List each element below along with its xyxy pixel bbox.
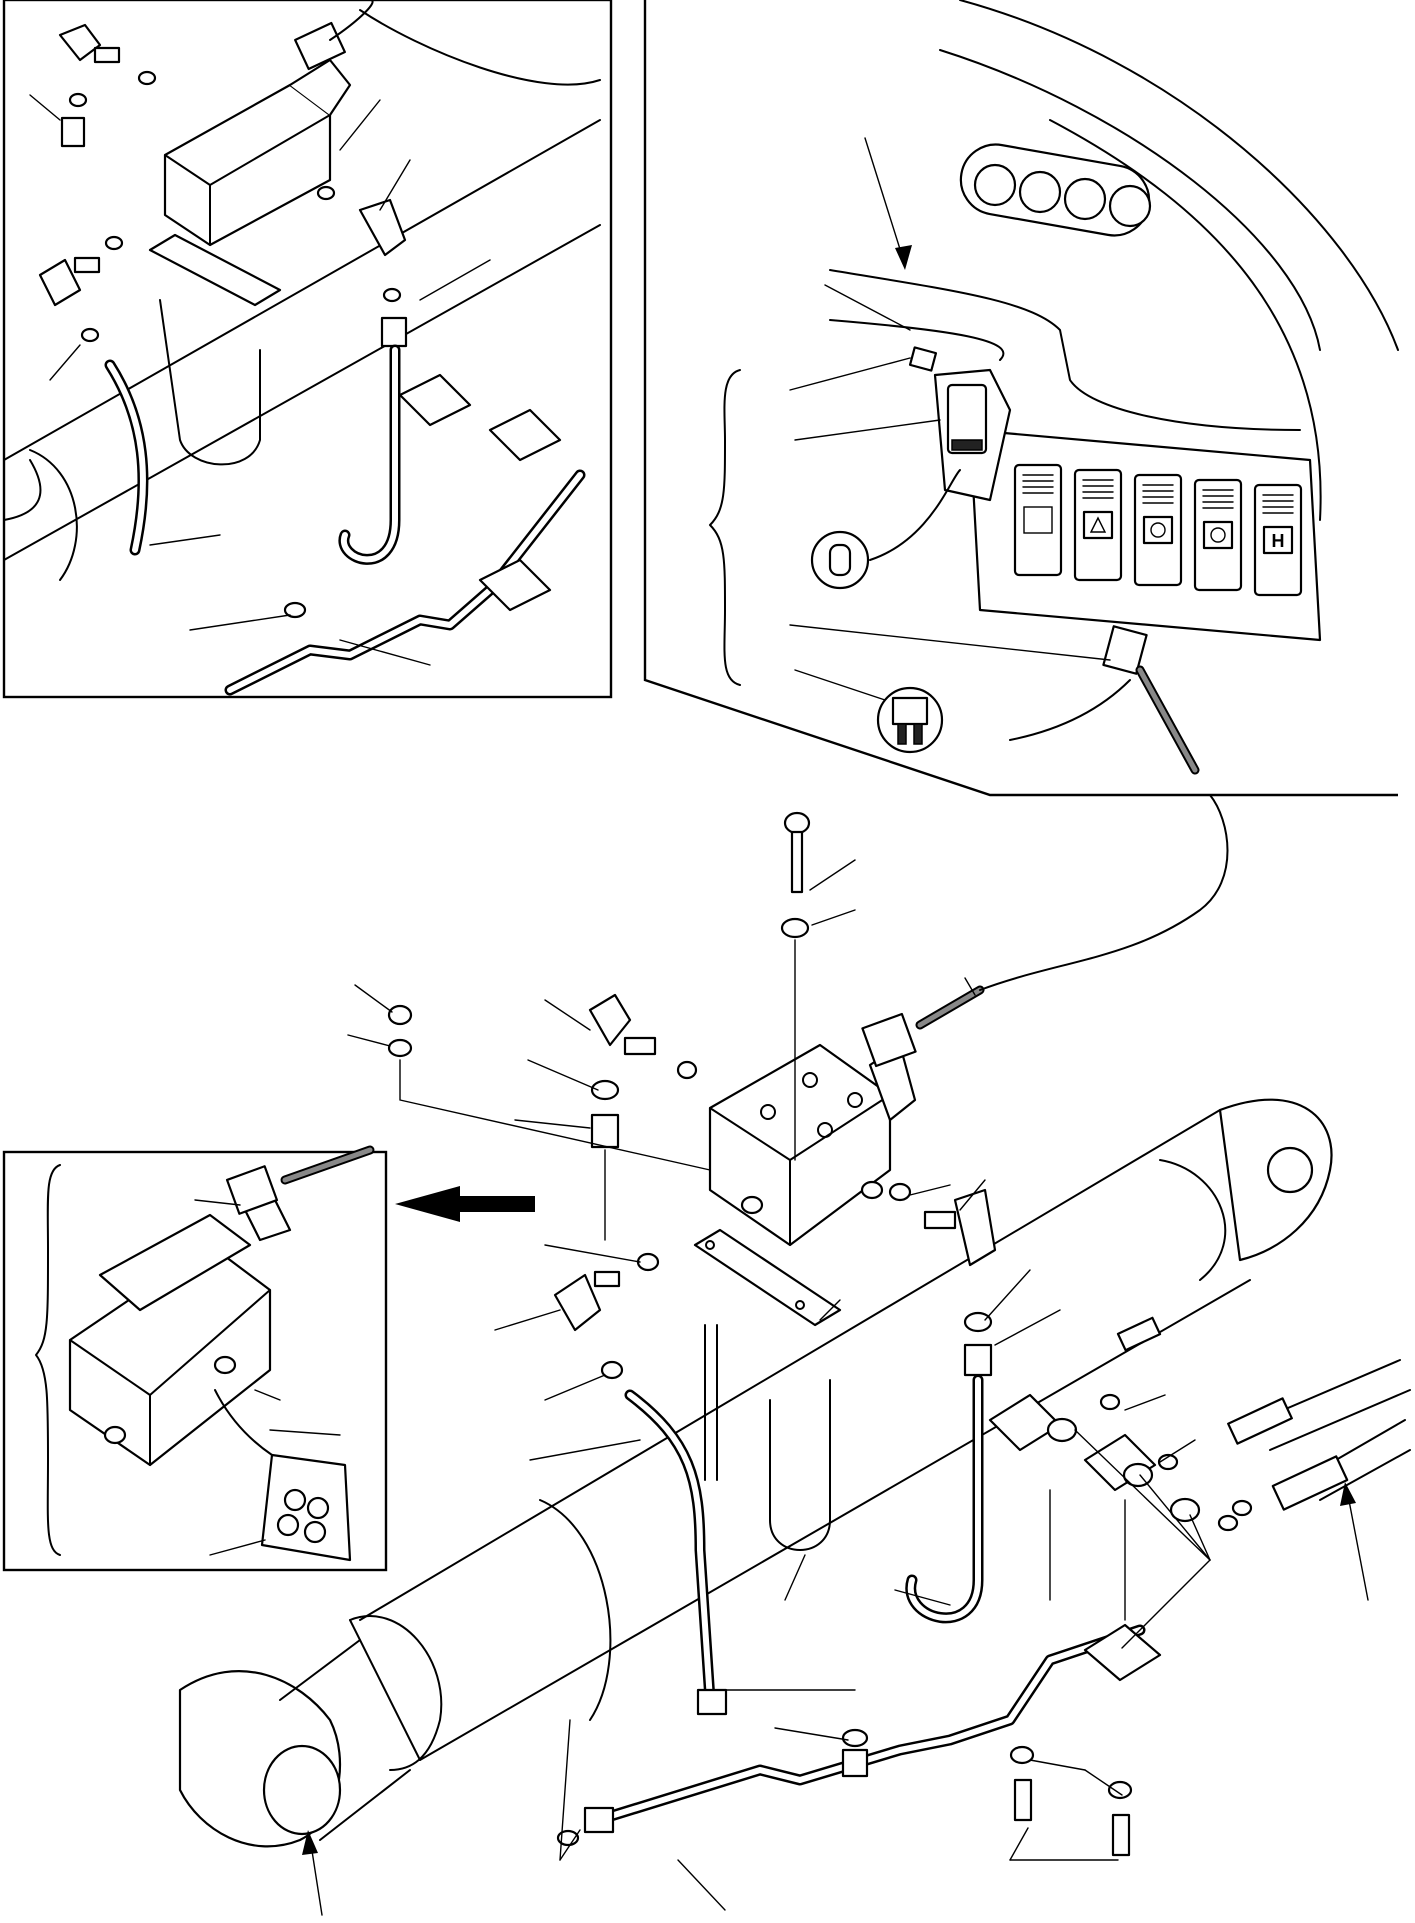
rocker-switch-icon — [1013, 463, 1063, 577]
rocker-switch-icon — [1193, 478, 1243, 592]
rocker-switch-icon: H — [1253, 483, 1303, 597]
inset-valve-detail — [2, 0, 613, 699]
callout-arrow-icon — [1346, 1489, 1369, 1601]
rocker-switch-icon — [1073, 468, 1123, 582]
callout-arrowhead-icon — [1340, 1482, 1356, 1506]
inset-valve-connector — [2, 1145, 388, 1572]
inset-cab-switch-panel — [643, 0, 1399, 797]
switch-symbol-h: H — [1272, 531, 1285, 551]
solid-left-arrow-icon — [395, 1186, 535, 1222]
callout-arrowhead-icon — [895, 245, 912, 270]
callout-arrowhead-icon — [302, 1830, 318, 1855]
callout-arrow-icon — [864, 137, 906, 266]
rocker-switch-icon — [1133, 473, 1183, 587]
main-assembly — [178, 794, 1411, 1911]
